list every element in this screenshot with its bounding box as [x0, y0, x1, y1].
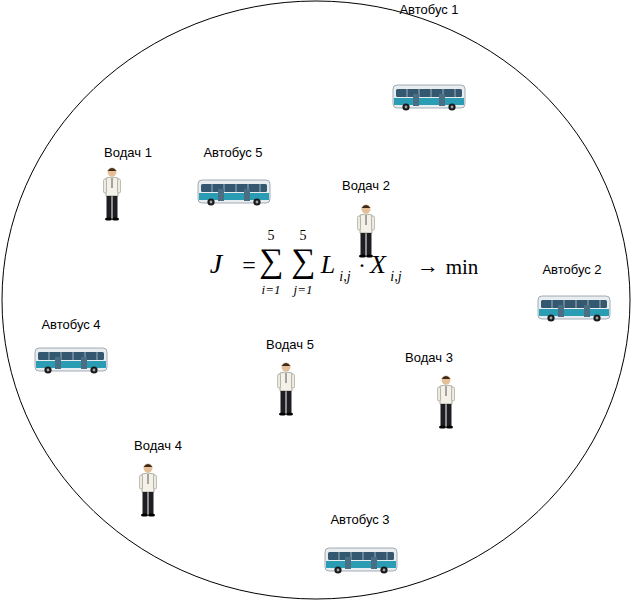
driver-figure: [104, 168, 121, 221]
formula-symbol: ·: [358, 252, 366, 278]
bus-icon: [198, 180, 270, 206]
driver-figure: [140, 464, 157, 517]
sum-sign: ∑: [291, 242, 315, 279]
formula-symbol: →: [417, 254, 439, 278]
formula-limit: j=1: [294, 283, 313, 297]
formula-limit: 5: [300, 228, 307, 243]
bus-label: Автобус 4: [41, 318, 100, 332]
driver-figure: [358, 205, 375, 258]
bus-label: Автобус 3: [330, 513, 389, 527]
bus-icon: [325, 548, 397, 574]
driver-figure: [278, 363, 295, 416]
bus-icon: [35, 348, 107, 374]
sum-sign: ∑: [259, 242, 283, 279]
bus-label: Автобус 5: [203, 146, 262, 160]
formula-symbol: min: [446, 256, 479, 279]
formula-limit: i=1: [262, 283, 281, 297]
driver-label: Водач 3: [405, 351, 453, 365]
bus-icon: [538, 296, 610, 322]
formula-limit: 5: [268, 228, 275, 243]
driver-label: Водач 5: [266, 338, 314, 352]
formula-symbol: =: [242, 252, 256, 278]
formula-symbol: L: [321, 251, 335, 280]
driver-figure: [438, 376, 455, 429]
driver-label: Водач 2: [342, 179, 390, 193]
bus-label: Автобус 2: [542, 263, 601, 277]
bus-icon: [393, 85, 465, 111]
driver-label: Водач 1: [104, 146, 152, 160]
formula-symbol: J: [210, 249, 222, 280]
formula-subscript: i,j: [390, 269, 401, 284]
driver-label: Водач 4: [134, 439, 182, 453]
formula-symbol: X: [370, 251, 386, 280]
formula-subscript: i,j: [339, 269, 350, 284]
bus-label: Автобус 1: [399, 3, 458, 17]
